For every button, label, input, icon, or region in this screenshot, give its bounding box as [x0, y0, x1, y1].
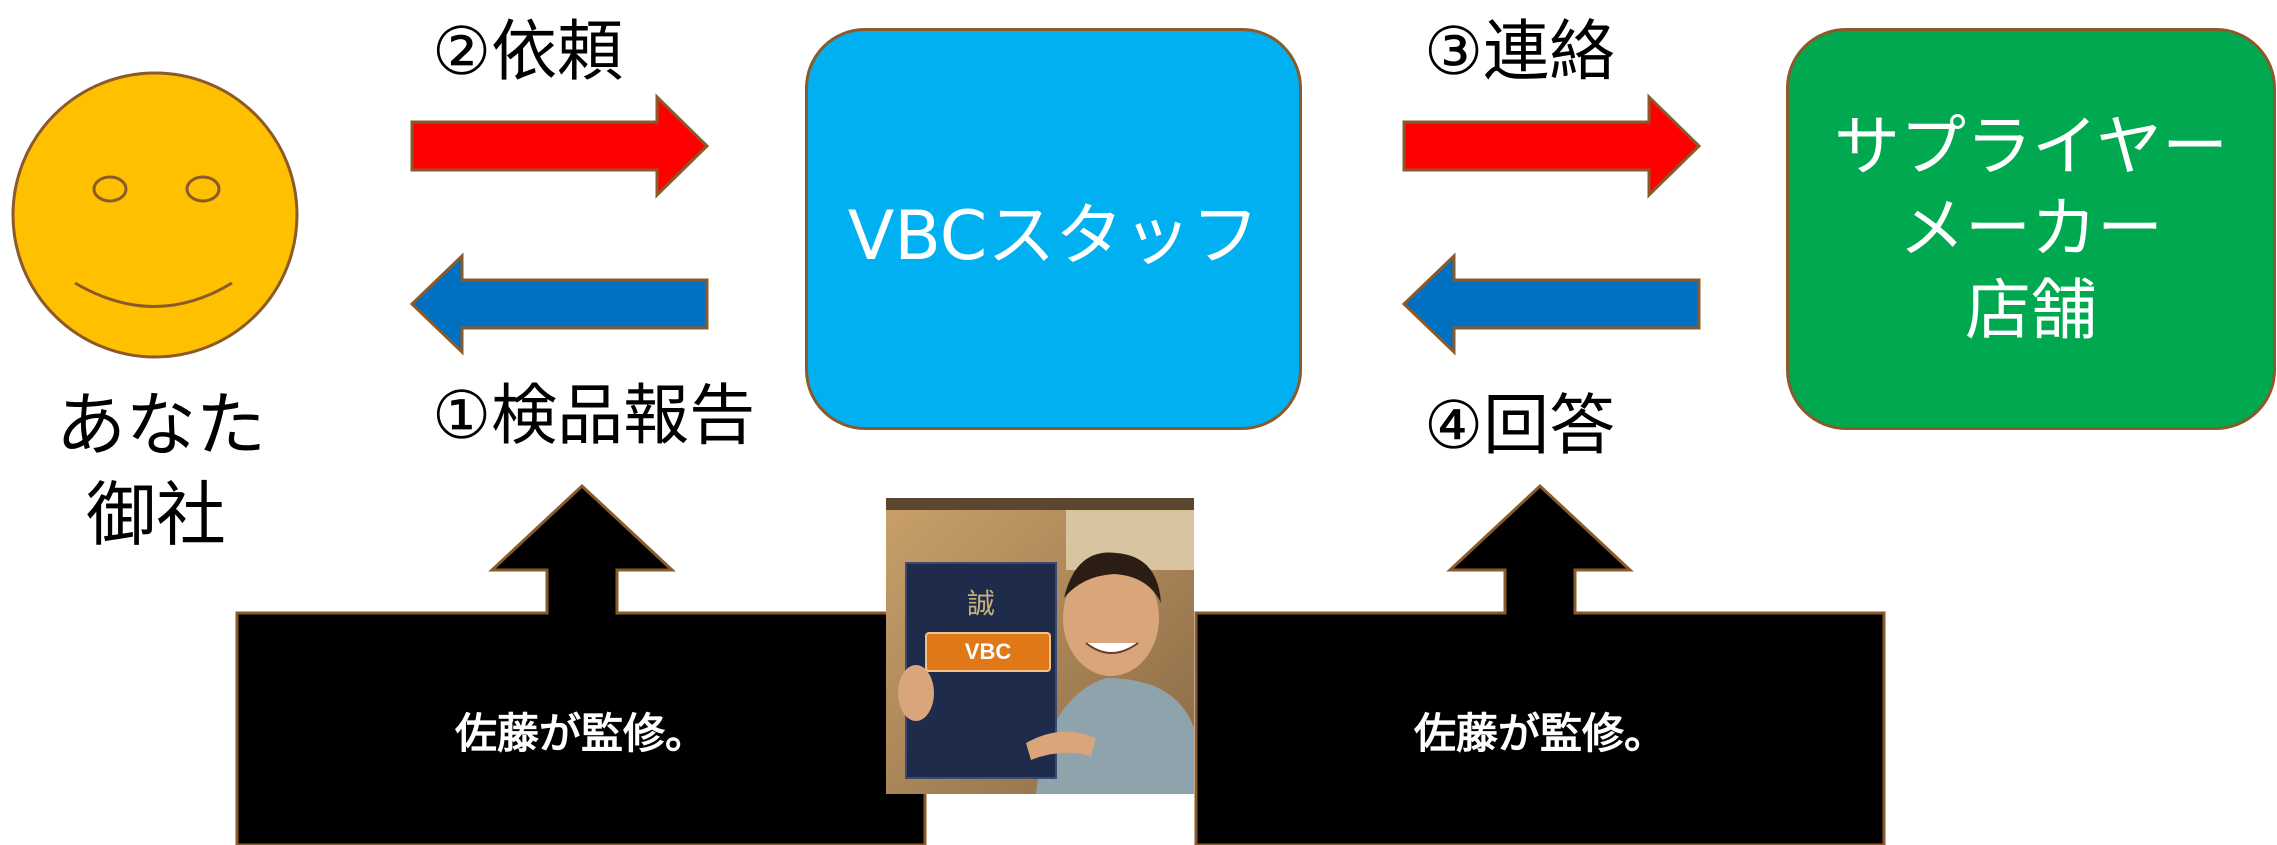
request-arrow — [410, 93, 710, 199]
inspection-report-arrow — [409, 252, 709, 356]
supplier-label-line-1: サプライヤー — [1833, 108, 2229, 185]
smiley-face-icon — [11, 71, 299, 359]
you-label: あなた 御社 — [56, 380, 266, 560]
you-label-line-1: あなた — [56, 384, 266, 466]
step-contact-label: ③連絡 — [1424, 13, 1616, 90]
photo-badge: VBC — [925, 632, 1051, 672]
contact-arrow — [1402, 93, 1702, 199]
supplier-label-line-2: メーカー — [1899, 190, 2163, 267]
step-request-label: ②依頼 — [432, 13, 624, 90]
vbc-staff-label: VBCスタッフ — [847, 196, 1260, 276]
supplier-box: サプライヤー メーカー 店舗 — [1786, 28, 2276, 430]
vbc-staff-box: VBCスタッフ — [805, 28, 1302, 430]
answer-arrow — [1401, 252, 1701, 356]
step-inspection-report-label: ①検品報告 — [432, 377, 756, 454]
supplier-label-line-3: 店舗 — [1965, 272, 2097, 349]
supervision-note-right: 佐藤が監修。 — [1413, 709, 1666, 758]
step-answer-label: ④回答 — [1424, 387, 1616, 464]
supervision-arrow-left — [235, 483, 927, 845]
supervision-note-left: 佐藤が監修。 — [454, 709, 707, 758]
supervision-arrow-right — [1194, 483, 1886, 845]
you-label-line-2: 御社 — [86, 474, 226, 556]
book-kanji: 誠 — [967, 587, 995, 620]
